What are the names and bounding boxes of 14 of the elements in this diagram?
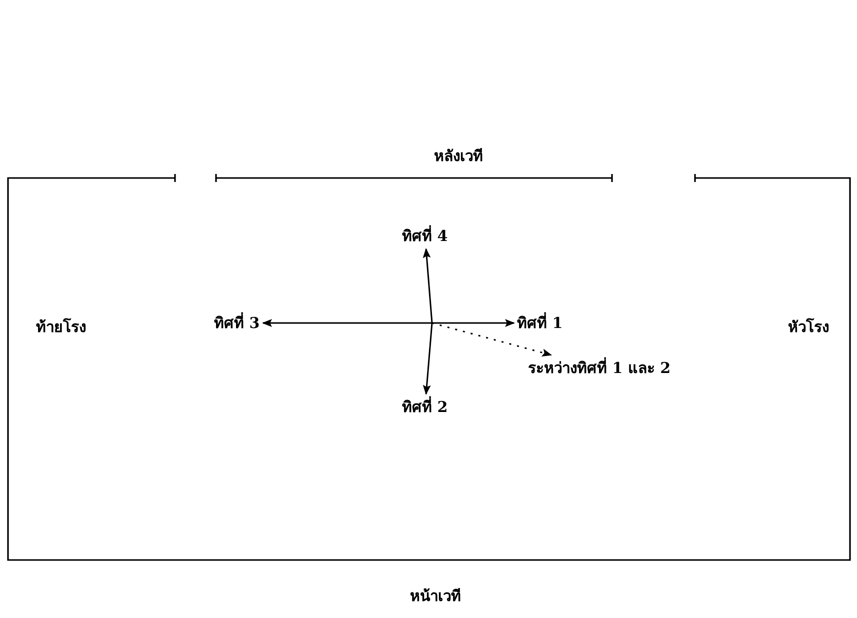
direction-label: ระหว่างทิศที่ 1 และ 2 (528, 358, 671, 378)
arrow (422, 248, 433, 324)
area-label: หัวโรง (788, 317, 829, 337)
direction-label: ทิศที่ 2 (402, 397, 448, 417)
direction-label: ทิศที่ 3 (214, 313, 260, 333)
area-label: หน้าเวที (410, 586, 461, 606)
arrow (422, 322, 433, 395)
arrow (432, 319, 515, 327)
direction-label: ทิศที่ 4 (402, 226, 448, 246)
area-label: ท้ายโรง (36, 317, 86, 337)
dotted-arrow (432, 322, 552, 357)
arrow (262, 319, 432, 327)
area-label: หลังเวที (434, 146, 483, 166)
direction-label: ทิศที่ 1 (517, 313, 563, 333)
